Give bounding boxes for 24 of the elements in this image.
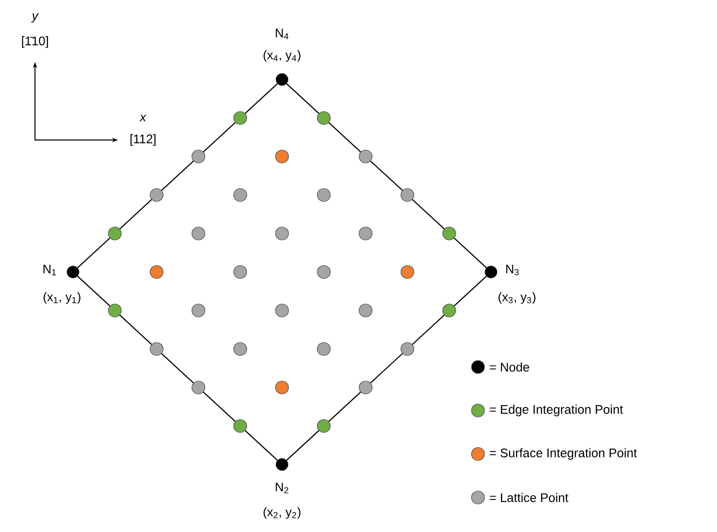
node-label: N$_{3}$: [506, 264, 519, 276]
node-label: (x$_{3}$, y$_{3}$): [498, 292, 536, 304]
edge-line: [77, 83, 278, 268]
axis-label: [1̄10]: [22, 36, 48, 48]
node-label: N$_{4}$: [276, 28, 288, 40]
node-label: (x$_{2}$, y$_{2}$): [264, 507, 300, 519]
axis-label: [112]: [130, 134, 156, 146]
node-label: N$_{1}$: [43, 264, 56, 276]
edge-line: [77, 276, 278, 461]
node-point: [66, 266, 80, 278]
legend-text: = Node: [490, 362, 530, 372]
axis-label: y: [31, 13, 39, 23]
legend-text: = Surface Integration Point: [490, 448, 637, 460]
node-point: [276, 458, 288, 471]
legend-text: = Edge Integration Point: [490, 404, 624, 416]
axis-label: x: [139, 114, 146, 122]
edge-line: [286, 276, 487, 461]
legend-text: = Lattice Point: [490, 492, 568, 502]
node-point: [484, 266, 498, 278]
edge-line: [286, 83, 487, 268]
node-label: (x$_{1}$, y$_{1}$): [44, 292, 80, 304]
node-point: [276, 73, 288, 86]
node-label: N$_{2}$: [276, 482, 288, 494]
node-label: (x$_{4}$, y$_{4}$): [264, 50, 300, 62]
